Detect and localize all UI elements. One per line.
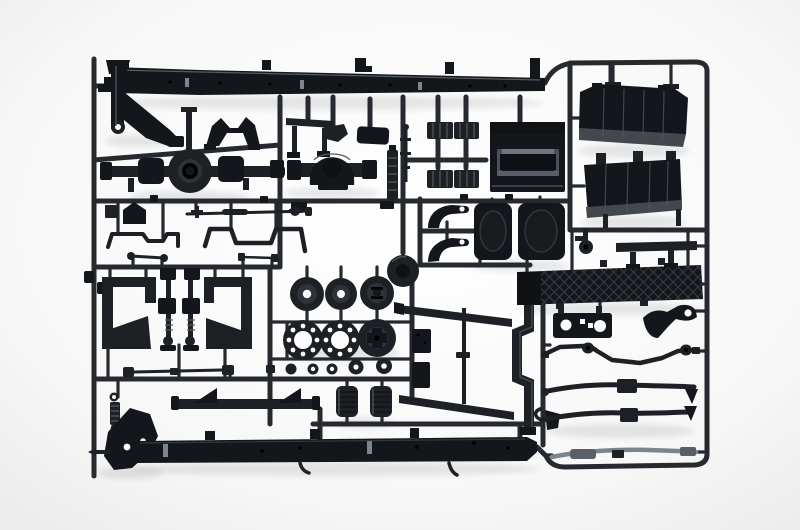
part-battery-box	[490, 122, 565, 192]
part-mud-flaps	[474, 203, 565, 260]
part-shock-absorbers	[158, 268, 200, 351]
part-light-panel	[553, 306, 612, 338]
part-link-rods	[105, 202, 278, 262]
part-brake-drums	[290, 255, 419, 311]
part-mudguard-upper	[579, 61, 688, 147]
part-idler-pulley	[575, 228, 593, 254]
part-leaf-springs	[533, 379, 699, 460]
part-hook-bracket	[322, 124, 390, 145]
part-air-tanks	[336, 386, 392, 417]
part-exhaust-pipes	[106, 226, 308, 254]
part-anti-roll-bar	[541, 342, 700, 366]
part-bench-bracket	[286, 118, 334, 158]
part-mudguard-lower	[584, 151, 682, 228]
part-wheel-arches	[102, 277, 252, 349]
part-x-member	[394, 302, 514, 420]
part-drive-shaft	[185, 206, 312, 218]
part-front-axle	[100, 149, 285, 193]
part-engine-blocks	[427, 122, 479, 188]
part-rear-axle	[287, 153, 377, 190]
part-curved-bracket	[643, 304, 697, 338]
part-ribbed-strip	[387, 124, 411, 200]
part-wheel-hubs	[283, 319, 396, 360]
part-crossmember	[171, 388, 320, 410]
part-walkway-grille	[517, 258, 703, 309]
part-step-table	[616, 241, 697, 269]
part-fender-hooks	[428, 205, 469, 262]
part-cab-mount	[204, 117, 260, 150]
part-front-bracket	[98, 60, 184, 147]
part-chassis-rail-bottom	[135, 428, 537, 477]
part-hub-rings	[266, 358, 392, 375]
part-tie-rod	[123, 365, 234, 377]
